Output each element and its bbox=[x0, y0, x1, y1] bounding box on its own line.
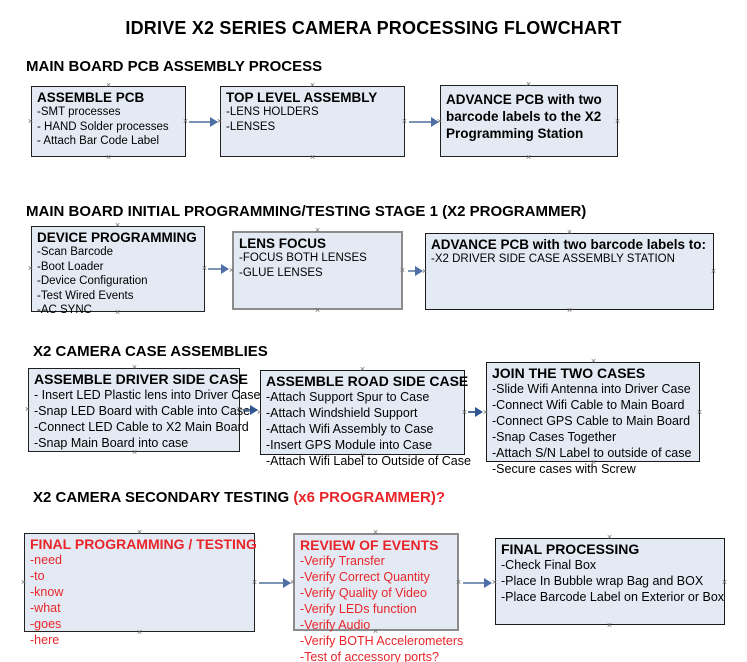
box-line: - Insert LED Plastic lens into Driver Ca… bbox=[34, 388, 261, 402]
box-line: -Place In Bubble wrap Bag and BOX bbox=[501, 574, 704, 588]
box-final-programming-testing[interactable]: FINAL PROGRAMMING / TESTING -need -to -k… bbox=[24, 533, 257, 647]
box-line: -goes bbox=[30, 617, 62, 631]
box-line: -AC SYNC bbox=[37, 304, 92, 316]
section-header-secondary-testing: X2 CAMERA SECONDARY TESTING (x6 PROGRAMM… bbox=[33, 489, 445, 506]
box-advance-pcb-programming-station[interactable]: ADVANCE PCB with two barcode labels to t… bbox=[440, 85, 618, 157]
box-device-programming[interactable]: DEVICE PROGRAMMING -Scan Barcode -Boot L… bbox=[31, 226, 205, 316]
section-header-text: MAIN BOARD PCB ASSEMBLY PROCESS bbox=[26, 58, 323, 75]
box-line: -GLUE LENSES bbox=[239, 266, 323, 279]
box-line: -FOCUS BOTH LENSES bbox=[239, 252, 367, 264]
box-title: ASSEMBLE ROAD SIDE CASE bbox=[266, 373, 469, 389]
box-title: REVIEW OF EVENTS bbox=[300, 537, 439, 553]
box-review-of-events[interactable]: REVIEW OF EVENTS -Verify Transfer -Verif… bbox=[293, 533, 463, 662]
section-header-text: X2 CAMERA CASE ASSEMBLIES bbox=[33, 343, 268, 360]
box-line: -what bbox=[30, 601, 61, 615]
box-line: -Boot Loader bbox=[37, 260, 104, 273]
box-title: LENS FOCUS bbox=[239, 236, 327, 251]
box-line: -Verify Quality of Video bbox=[300, 586, 427, 600]
box-title: JOIN THE TWO CASES bbox=[492, 365, 646, 381]
section-header-text: X2 CAMERA SECONDARY TESTING bbox=[33, 489, 294, 506]
box-line: -Connect Wifi Cable to Main Board bbox=[492, 398, 685, 412]
arrow-device-to-lensfocus bbox=[208, 264, 229, 274]
section-header-accent: (x6 PROGRAMMER)? bbox=[293, 489, 445, 506]
box-line: -LENSES bbox=[226, 120, 276, 133]
box-title: FINAL PROGRAMMING / TESTING bbox=[30, 536, 257, 552]
arrow-road-to-join bbox=[468, 407, 483, 417]
section-header-text: MAIN BOARD INITIAL PROGRAMMING/TESTING S… bbox=[26, 203, 587, 220]
box-line: -Snap LED Board with Cable into Case bbox=[34, 404, 251, 418]
box-line: -Verify LEDs function bbox=[300, 602, 417, 616]
box-line: -Insert GPS Module into Case bbox=[266, 438, 433, 452]
box-line: -need bbox=[30, 553, 62, 567]
box-line: -Device Configuration bbox=[37, 275, 148, 287]
box-title: ASSEMBLE DRIVER SIDE CASE bbox=[34, 371, 248, 387]
box-final-processing[interactable]: FINAL PROCESSING -Check Final Box -Place… bbox=[495, 538, 725, 625]
box-line: -to bbox=[30, 569, 45, 583]
section-header-initial-programming: MAIN BOARD INITIAL PROGRAMMING/TESTING S… bbox=[26, 203, 586, 220]
box-assemble-pcb[interactable]: ASSEMBLE PCB -SMT processes - HAND Solde… bbox=[31, 86, 186, 157]
box-line: - Attach Bar Code Label bbox=[37, 135, 160, 147]
box-lens-focus[interactable]: LENS FOCUS -FOCUS BOTH LENSES -GLUE LENS… bbox=[232, 231, 403, 310]
box-line: -Scan Barcode bbox=[37, 246, 114, 258]
box-line: -Snap Cases Together bbox=[492, 430, 617, 444]
arrow-driver-to-road bbox=[243, 405, 258, 415]
box-line: -LENS HOLDERS bbox=[226, 106, 319, 118]
box-line: -Attach Support Spur to Case bbox=[266, 390, 430, 404]
page-title: IDRIVE X2 SERIES CAMERA PROCESSING FLOWC… bbox=[125, 18, 622, 38]
box-line: -Attach S/N Label to outside of case bbox=[492, 446, 692, 460]
box-title: ASSEMBLE PCB bbox=[37, 90, 145, 105]
box-title: TOP LEVEL ASSEMBLY bbox=[226, 90, 378, 105]
box-line: -Test Wired Events bbox=[37, 289, 134, 302]
box-line: -Snap Main Board into case bbox=[34, 436, 189, 450]
box-title: DEVICE PROGRAMMING bbox=[37, 230, 197, 245]
box-line: -Verify Transfer bbox=[300, 554, 385, 568]
box-line: -Connect GPS Cable to Main Board bbox=[492, 414, 691, 428]
section-header-pcb-assembly: MAIN BOARD PCB ASSEMBLY PROCESS bbox=[26, 58, 322, 75]
box-line: -Connect LED Cable to X2 Main Board bbox=[34, 420, 249, 434]
box-title: ADVANCE PCB with two barcode labels to t… bbox=[446, 92, 602, 141]
box-line: -Slide Wifi Antenna into Driver Case bbox=[492, 382, 691, 396]
box-title: ADVANCE PCB with two barcode labels to: bbox=[431, 237, 707, 252]
box-line: -Place Barcode Label on Exterior or Box bbox=[501, 590, 725, 604]
box-assemble-driver-side-case[interactable]: ASSEMBLE DRIVER SIDE CASE - Insert LED P… bbox=[28, 368, 261, 452]
arrow-toplevel-to-advance bbox=[409, 117, 439, 127]
arrow-review-to-finalprocessing bbox=[463, 578, 492, 588]
box-line: -Verify Correct Quantity bbox=[300, 570, 430, 584]
box-line: -Attach Wifi Assembly to Case bbox=[266, 422, 434, 436]
box-line: -SMT processes bbox=[37, 106, 121, 118]
arrow-lensfocus-to-advance bbox=[408, 266, 423, 276]
box-line: -Secure cases with Screw bbox=[492, 462, 636, 476]
arrow-finalprog-to-review bbox=[259, 578, 291, 588]
box-line-overflow: -Test of accessory ports? bbox=[300, 650, 439, 662]
section-header-case-assemblies: X2 CAMERA CASE ASSEMBLIES bbox=[33, 343, 268, 360]
box-top-level-assembly[interactable]: TOP LEVEL ASSEMBLY -LENS HOLDERS -LENSES bbox=[220, 86, 405, 157]
arrow-assemble-to-toplevel bbox=[189, 117, 218, 127]
box-title: FINAL PROCESSING bbox=[501, 541, 640, 557]
box-line: -Attach Wifi Label to Outside of Case bbox=[266, 454, 471, 468]
box-advance-pcb-driver-side[interactable]: ADVANCE PCB with two barcode labels to: … bbox=[425, 233, 714, 310]
box-line: -know bbox=[30, 585, 64, 599]
box-assemble-road-side-case[interactable]: ASSEMBLE ROAD SIDE CASE -Attach Support … bbox=[260, 370, 471, 468]
box-line: -here bbox=[30, 633, 60, 647]
box-line: -X2 DRIVER SIDE CASE ASSEMBLY STATION bbox=[431, 253, 675, 265]
box-line: -Verify Audio bbox=[300, 618, 371, 632]
box-line: - HAND Solder processes bbox=[37, 120, 169, 133]
box-join-the-two-cases[interactable]: JOIN THE TWO CASES -Slide Wifi Antenna i… bbox=[486, 362, 700, 476]
box-line: -Attach Windshield Support bbox=[266, 406, 418, 420]
box-line: -Verify BOTH Accelerometers bbox=[300, 634, 464, 648]
box-line: -Check Final Box bbox=[501, 558, 597, 572]
